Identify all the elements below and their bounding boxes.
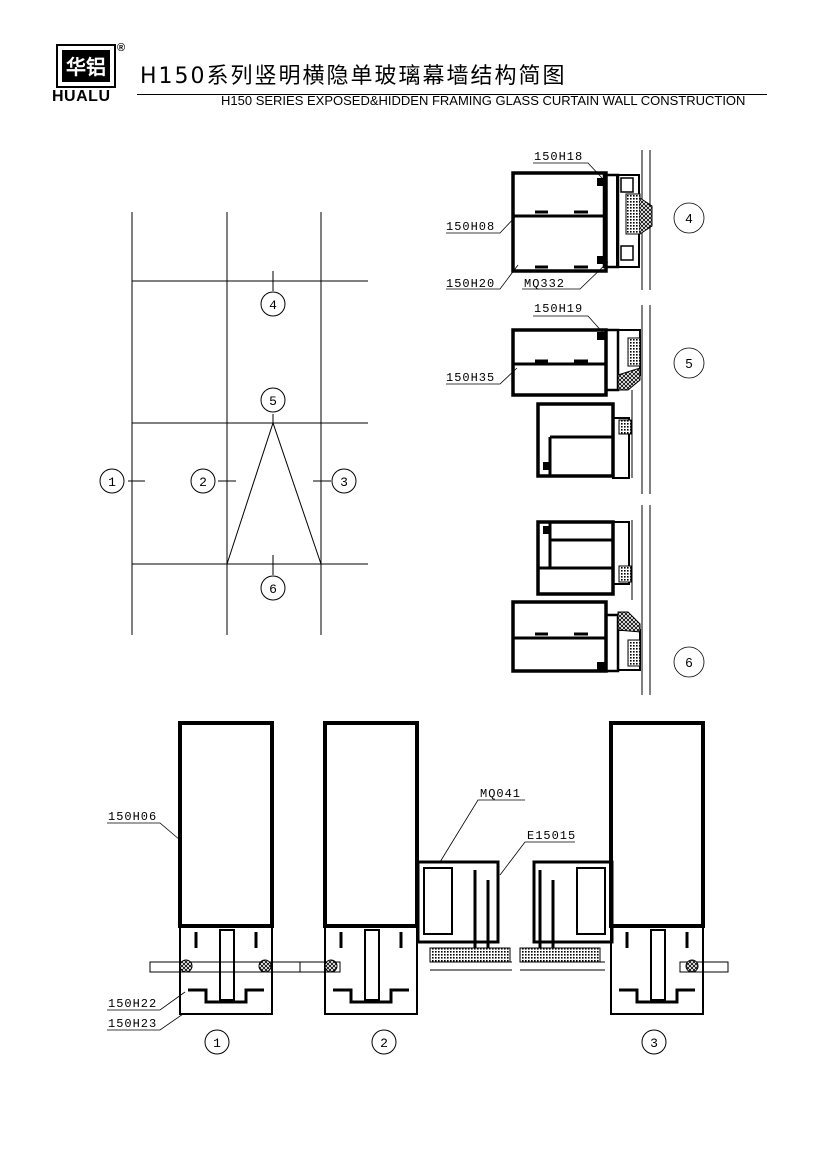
plan-section-1-id: 1 <box>213 1036 221 1051</box>
section-5-detail <box>511 305 651 494</box>
title-chinese: H150系列竖明横隐单玻璃幕墙结构简图 <box>140 64 567 89</box>
part-150H06: 150H06 <box>108 810 157 824</box>
section-6-detail <box>511 505 705 695</box>
section-5-id: 5 <box>685 356 692 371</box>
marker-3-label: 3 <box>340 475 348 490</box>
logo-mark: 华铝 <box>62 50 110 82</box>
part-MQ041: MQ041 <box>480 787 521 801</box>
marker-1-label: 1 <box>108 475 116 490</box>
plan-section-3-id: 3 <box>650 1036 658 1051</box>
marker-5-label: 5 <box>269 394 277 409</box>
part-150H23: 150H23 <box>108 1017 157 1031</box>
plan-vent-frames <box>416 860 614 971</box>
section-4-detail <box>511 150 653 290</box>
plan-callouts <box>107 799 575 1031</box>
marker-2-label: 2 <box>199 475 207 490</box>
part-150H20: 150H20 <box>446 277 495 291</box>
plan-section-3 <box>609 721 729 1055</box>
marker-4 <box>260 291 286 317</box>
plan-section-2 <box>299 721 419 1055</box>
marker-5 <box>260 387 286 413</box>
title-rule <box>137 94 767 95</box>
part-150H22: 150H22 <box>108 997 157 1011</box>
registered-mark: ® <box>117 42 126 54</box>
part-150H08: 150H08 <box>446 220 495 234</box>
section-6-id: 6 <box>685 655 692 670</box>
section-4-callouts <box>446 162 705 290</box>
part-150H18: 150H18 <box>534 150 583 164</box>
section-5-callouts <box>446 315 705 385</box>
section-4-id: 4 <box>685 211 692 226</box>
marker-6 <box>260 575 286 601</box>
marker-3 <box>331 468 357 494</box>
logo-name: HUALU <box>52 88 111 105</box>
plan-section-2-id: 2 <box>380 1036 388 1051</box>
title-english: H150 SERIES EXPOSED&HIDDEN FRAMING GLASS… <box>221 93 746 108</box>
marker-1 <box>99 468 125 494</box>
part-150H19: 150H19 <box>534 302 583 316</box>
elevation-grid <box>128 212 368 635</box>
marker-4-label: 4 <box>269 298 277 313</box>
elevation-markers <box>99 291 357 601</box>
marker-2 <box>190 468 216 494</box>
part-MQ332: MQ332 <box>524 277 565 291</box>
marker-6-label: 6 <box>269 582 277 597</box>
part-150H35: 150H35 <box>446 371 495 385</box>
hualu-logo: 华铝 <box>56 44 116 88</box>
plan-section-1 <box>149 721 301 1055</box>
part-E15015: E15015 <box>527 829 576 843</box>
